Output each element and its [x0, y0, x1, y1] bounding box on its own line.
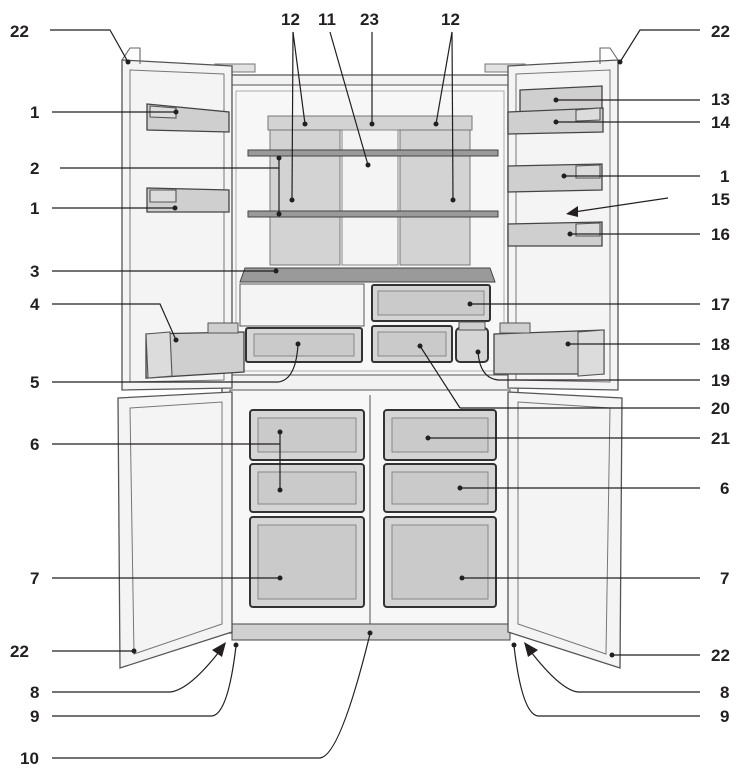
label-17: 17 — [711, 295, 730, 314]
label-7-left: 7 — [30, 569, 39, 588]
label-9-left: 9 — [30, 707, 39, 726]
label-12-left: 12 — [281, 10, 300, 29]
label-21: 21 — [711, 429, 730, 448]
label-10: 10 — [20, 749, 39, 768]
door-upper-left — [121, 47, 233, 391]
label-13: 13 — [711, 90, 730, 109]
crisper-left — [239, 283, 365, 363]
label-1-top-left: 1 — [30, 103, 39, 122]
door-lower-left — [117, 391, 233, 669]
label-11: 11 — [318, 10, 336, 29]
door-bins-left — [145, 103, 245, 379]
label-22-top-right: 22 — [711, 22, 730, 41]
label-16: 16 — [711, 225, 730, 244]
label-6-left: 6 — [30, 435, 39, 454]
door-lower-right — [507, 391, 623, 669]
freezer-drawers — [249, 409, 497, 608]
chiller-compartments — [371, 284, 491, 363]
label-15: 15 — [711, 190, 730, 209]
back-panels — [267, 115, 473, 266]
label-1-left: 1 — [30, 199, 39, 218]
label-7-right: 7 — [720, 569, 729, 588]
label-19: 19 — [711, 371, 730, 390]
label-22-bottom-right: 22 — [711, 646, 730, 665]
label-9-right: 9 — [720, 707, 729, 726]
label-8-left: 8 — [30, 683, 39, 702]
label-23: 23 — [360, 10, 379, 29]
label-3: 3 — [30, 262, 39, 281]
callout-labels: 22 12 11 23 12 22 1 13 14 2 1 1 15 16 3 … — [10, 10, 730, 768]
door-bins-right — [493, 85, 605, 377]
label-4: 4 — [30, 295, 40, 314]
label-18: 18 — [711, 335, 730, 354]
leader-lines — [50, 29, 700, 759]
label-20: 20 — [711, 399, 730, 418]
glass-shelves — [247, 149, 499, 218]
label-5: 5 — [30, 373, 39, 392]
label-14: 14 — [711, 113, 730, 132]
label-6-right: 6 — [720, 479, 729, 498]
label-22-bottom-left: 22 — [10, 642, 29, 661]
label-2: 2 — [30, 159, 39, 178]
crisper-cover-shelf — [239, 267, 496, 283]
label-12-right: 12 — [441, 10, 460, 29]
label-8-right: 8 — [720, 683, 729, 702]
label-1-right: 1 — [720, 167, 729, 186]
label-22-top-left: 22 — [10, 22, 29, 41]
